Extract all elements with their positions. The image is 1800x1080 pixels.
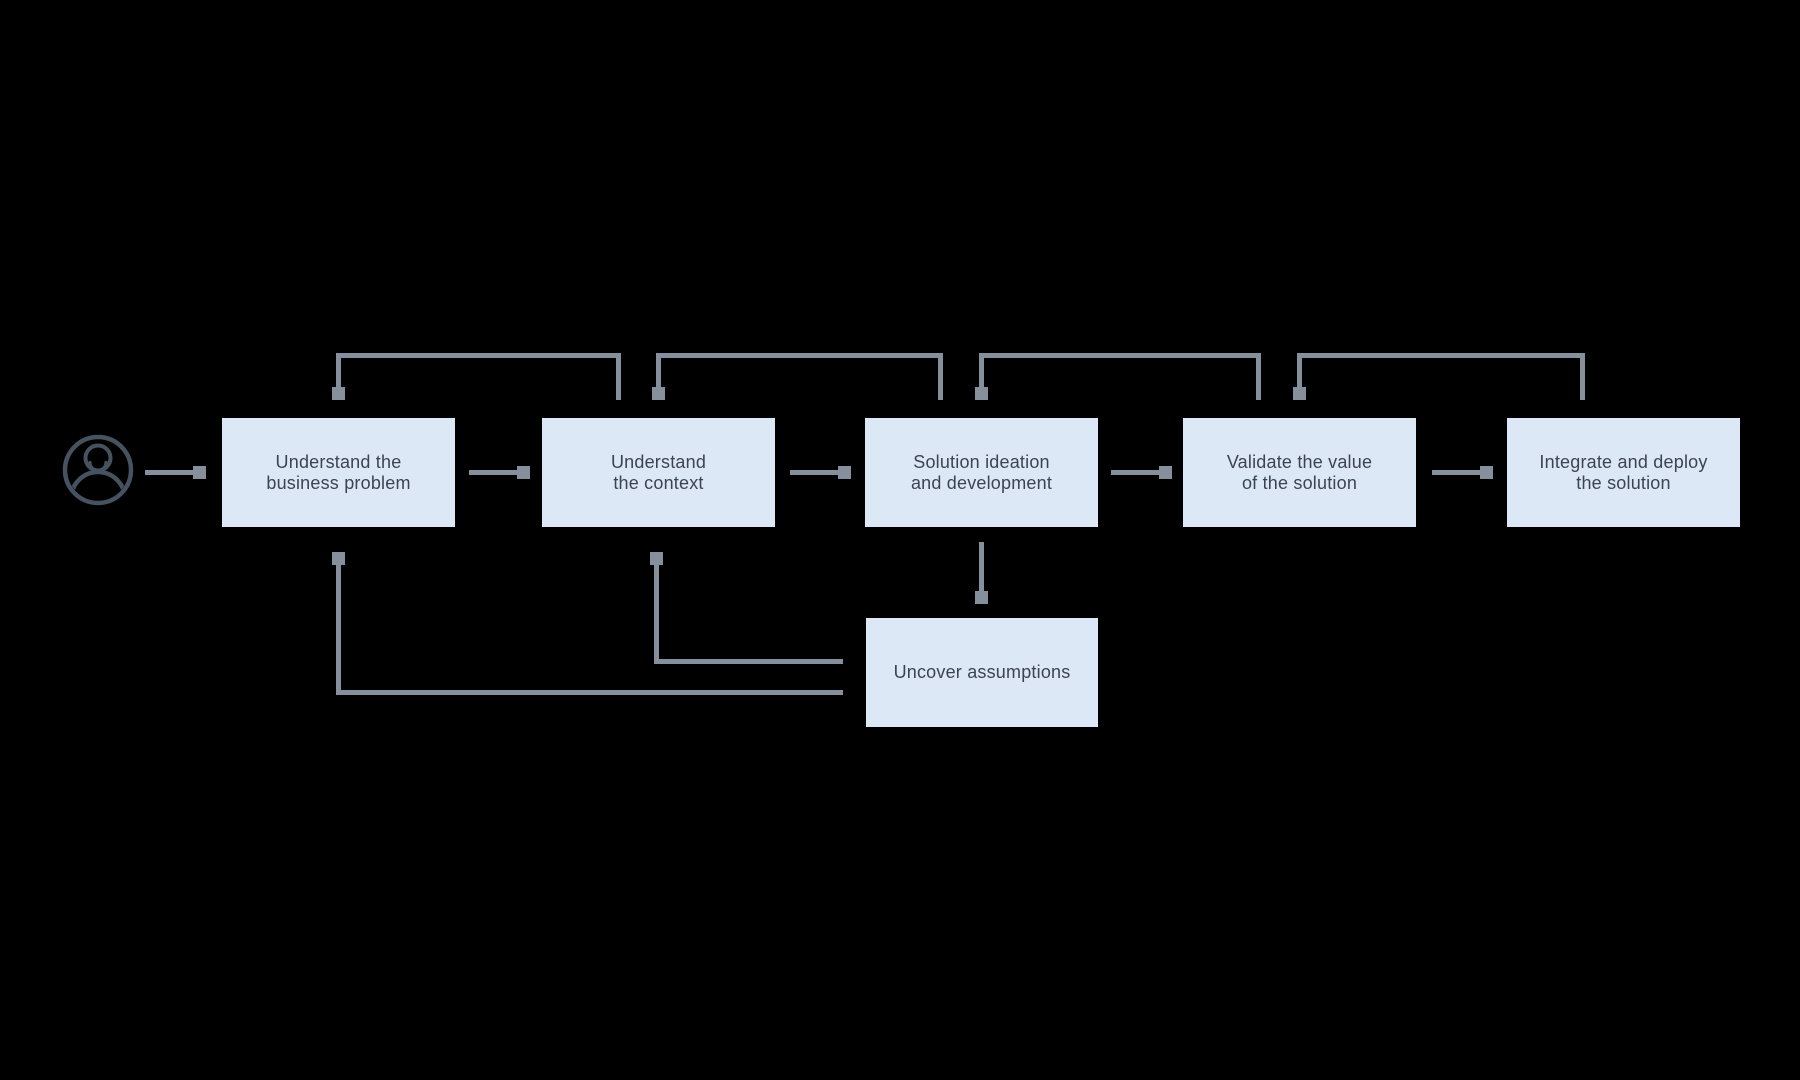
feedback-2-to-1-arrow-line [336, 353, 341, 388]
return-uncover-to-1-vertical [336, 564, 341, 695]
flow-2-to-3-arrowhead [838, 466, 851, 479]
stage-box-solution-ideation: Solution ideation and development [865, 418, 1098, 527]
feedback-2-to-1-tail [616, 353, 621, 400]
stage-box-understand-context: Understand the context [542, 418, 775, 527]
return-uncover-to-2-horizontal [654, 659, 843, 664]
feedback-3-to-2-horizontal [656, 353, 942, 358]
return-uncover-to-2-arrowhead [650, 552, 663, 565]
feedback-4-to-3-horizontal [979, 353, 1261, 358]
feedback-5-to-4-arrow-line [1297, 353, 1302, 388]
feedback-2-to-1-horizontal [336, 353, 621, 358]
stage-box-label: and development [910, 472, 1053, 493]
return-uncover-to-2-vertical [654, 564, 659, 664]
flow-person-to-1-arrowhead [193, 466, 206, 479]
person-circle-icon [62, 434, 134, 506]
feedback-4-to-3-tail [1256, 353, 1261, 400]
stage-box-label: Understand [610, 451, 707, 472]
feedback-2-to-1-arrowhead [332, 387, 345, 400]
drop-3-to-uncover-line [979, 542, 984, 591]
return-uncover-to-1-arrowhead [332, 552, 345, 565]
feedback-5-to-4-horizontal [1297, 353, 1584, 358]
drop-3-to-uncover-arrowhead [975, 591, 988, 604]
feedback-5-to-4-arrowhead [1293, 387, 1306, 400]
flow-2-to-3-line [790, 470, 838, 475]
flow-4-to-5-arrowhead [1480, 466, 1493, 479]
stage-box-label: Uncover assumptions [893, 662, 1071, 682]
feedback-3-to-2-arrow-line [656, 353, 661, 388]
feedback-4-to-3-arrowhead [975, 387, 988, 400]
stage-box-label: of the solution [1241, 472, 1358, 493]
flow-person-to-1-line [145, 470, 193, 475]
feedback-5-to-4-tail [1580, 353, 1585, 400]
feedback-4-to-3-arrow-line [979, 353, 984, 388]
return-uncover-to-1-horizontal [336, 690, 843, 695]
feedback-3-to-2-tail [938, 353, 943, 400]
stage-box-label: the solution [1576, 472, 1671, 493]
box-uncover-assumptions: Uncover assumptions [866, 618, 1098, 727]
flow-4-to-5-line [1432, 470, 1480, 475]
stage-box-label: Validate the value [1226, 451, 1373, 472]
feedback-3-to-2-arrowhead [652, 387, 665, 400]
stage-box-label: the context [613, 472, 704, 493]
flow-1-to-2-line [469, 470, 517, 475]
stage-box-label: Integrate and deploy [1539, 451, 1708, 472]
stage-box-label: Understand the [275, 451, 402, 472]
stage-box-label: Solution ideation [913, 451, 1050, 472]
stage-box-understand-business-problem: Understand the business problem [222, 418, 455, 527]
flow-3-to-4-line [1111, 470, 1159, 475]
stage-box-label: business problem [266, 472, 411, 493]
stage-box-integrate-deploy: Integrate and deploy the solution [1507, 418, 1740, 527]
flow-3-to-4-arrowhead [1159, 466, 1172, 479]
flow-1-to-2-arrowhead [517, 466, 530, 479]
stage-box-validate-value: Validate the value of the solution [1183, 418, 1416, 527]
